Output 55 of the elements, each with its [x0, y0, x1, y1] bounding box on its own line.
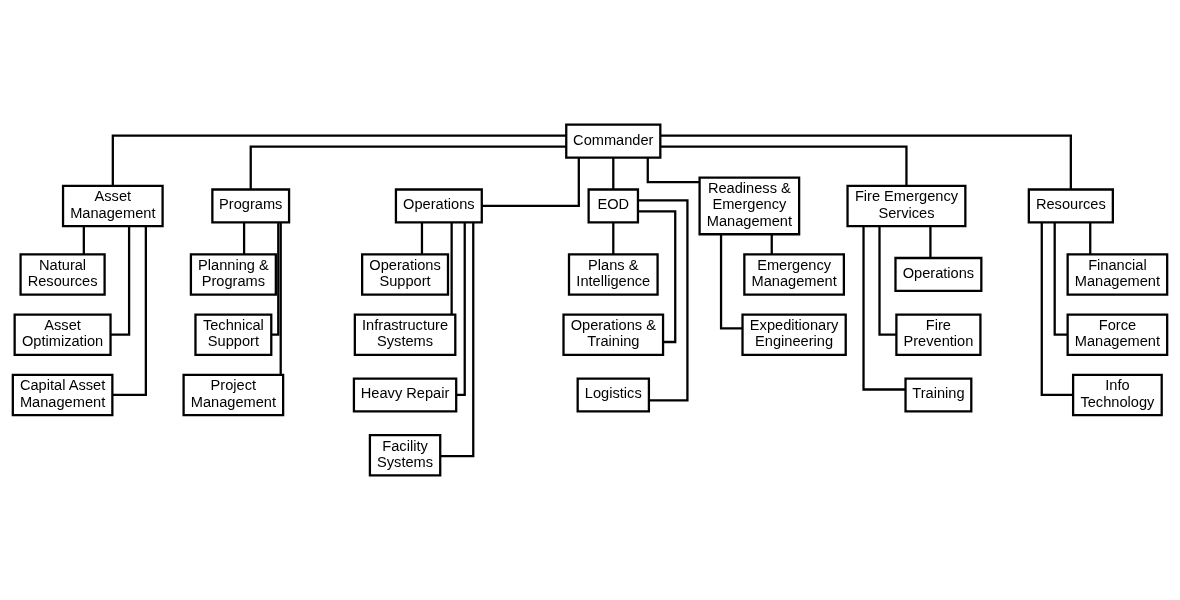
node-box: Expeditionary Engineering: [741, 313, 847, 356]
connector: [1089, 222, 1092, 255]
node-box: Fire Prevention: [895, 313, 982, 356]
node-box: Fire Emergency Services: [846, 184, 967, 228]
node-box: Readiness & Emergency Management: [698, 176, 801, 236]
connector: [249, 145, 566, 190]
connector: [242, 222, 246, 255]
connector: [770, 234, 773, 255]
node-box: Operations Support: [361, 253, 450, 296]
node-box: Operations & Training: [562, 313, 665, 356]
node-box: Force Management: [1066, 313, 1169, 356]
connector: [719, 234, 743, 330]
connector: [482, 157, 580, 208]
node-box: Resources: [1027, 188, 1114, 224]
node-box: Plans & Intelligence: [567, 253, 659, 296]
node-box: Asset Management: [61, 184, 164, 228]
connector: [1053, 222, 1068, 336]
connector: [111, 134, 567, 186]
connector: [82, 226, 85, 255]
node-box: Capital Asset Management: [11, 373, 114, 417]
connector: [637, 199, 689, 402]
node-box: EOD: [587, 188, 640, 224]
connector: [279, 222, 282, 375]
node-box: Operations: [394, 188, 483, 224]
node-box: Financial Management: [1066, 253, 1169, 296]
connector: [271, 222, 280, 336]
node-box: Programs: [211, 188, 291, 224]
node-box: Emergency Management: [743, 253, 846, 296]
node-box: Heavy Repair: [352, 377, 458, 413]
node-box: Infrastructure Systems: [353, 313, 457, 356]
connector: [450, 222, 453, 315]
connector: [929, 226, 932, 258]
connector: [660, 145, 908, 186]
node-box: Training: [904, 377, 973, 413]
connector: [646, 157, 700, 184]
connector: [638, 210, 677, 344]
node-box: Operations: [894, 256, 983, 292]
connector: [660, 134, 1072, 190]
node-box: Natural Resources: [19, 253, 106, 296]
connector: [420, 222, 424, 255]
node-box: Project Management: [182, 373, 285, 417]
node-box: Technical Support: [194, 313, 273, 356]
connector: [456, 222, 466, 397]
connector: [440, 222, 475, 458]
node-box: Planning & Programs: [189, 253, 277, 296]
node-box: Commander: [565, 123, 662, 159]
connector: [612, 157, 615, 190]
connector: [612, 222, 615, 255]
node-box: Logistics: [576, 377, 651, 413]
connector: [862, 226, 906, 391]
connector: [1040, 222, 1073, 397]
node-box: Info Technology: [1071, 373, 1163, 417]
connector: [112, 226, 147, 397]
node-box: Asset Optimization: [13, 313, 112, 356]
node-box: Facility Systems: [368, 434, 442, 477]
